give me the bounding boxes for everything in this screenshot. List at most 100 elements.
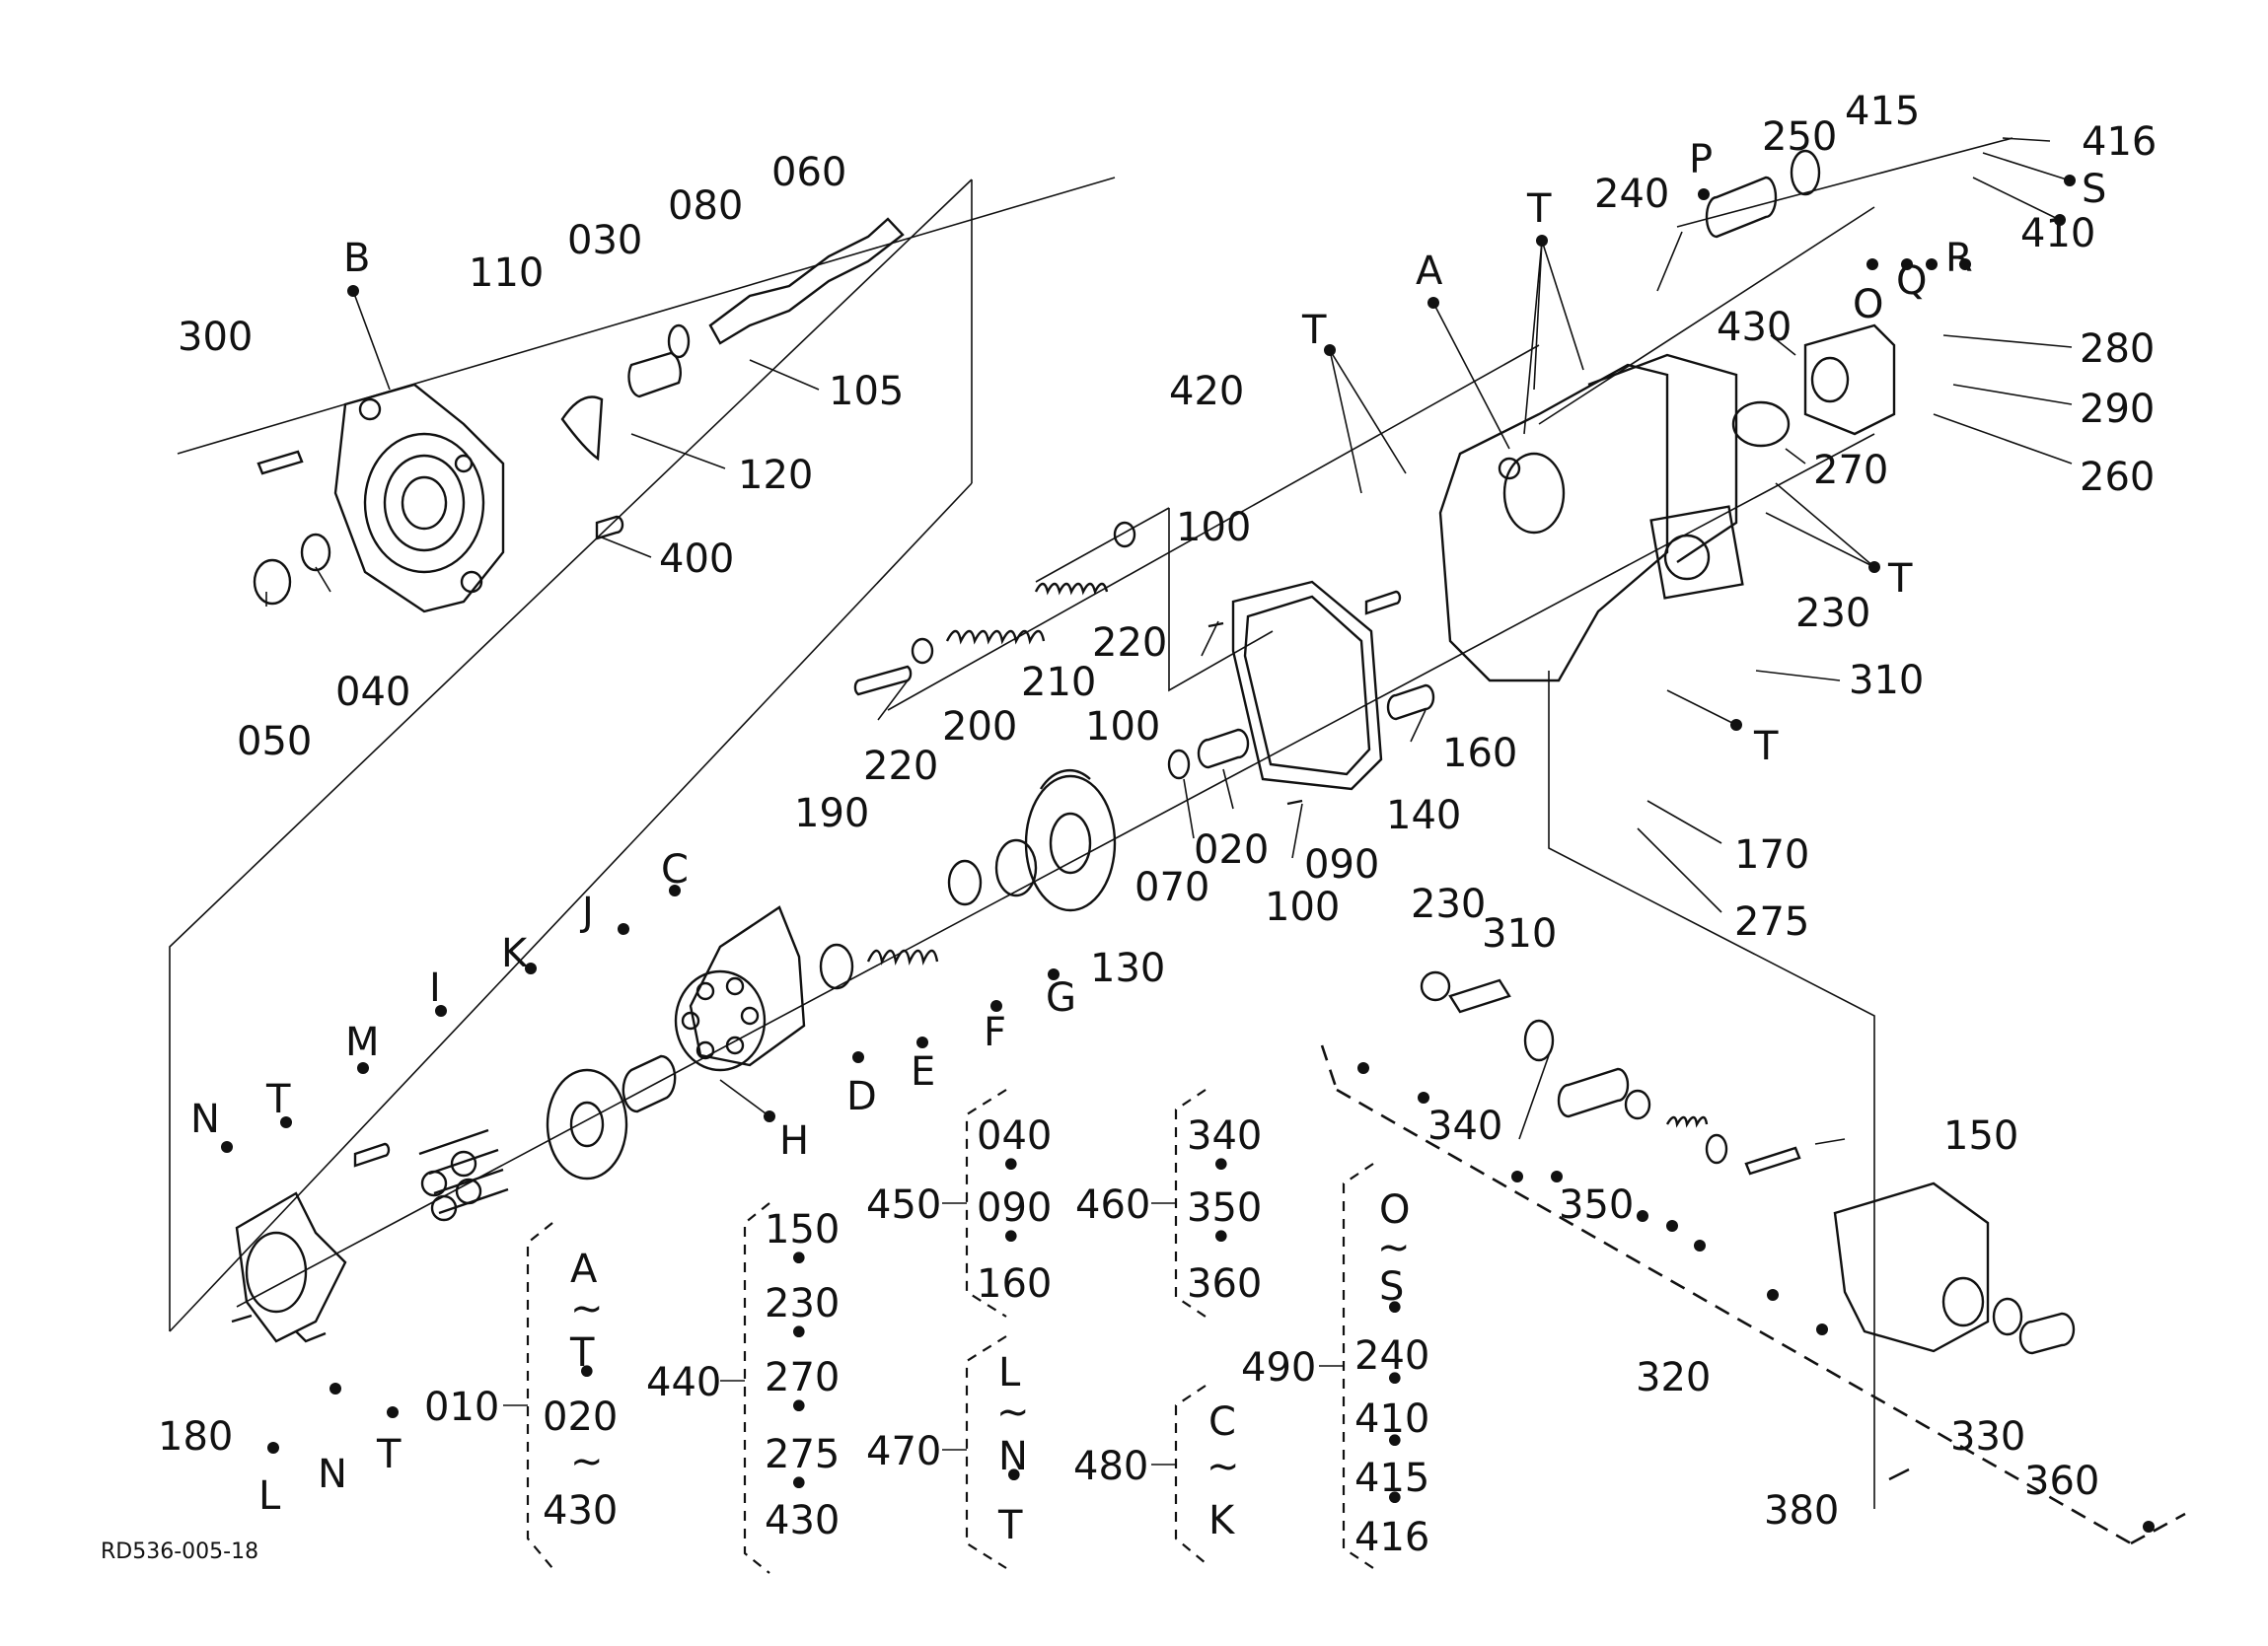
callout-030: 030 [567, 218, 642, 263]
callout-E: E [911, 1049, 935, 1095]
callout-230-a: 230 [1795, 591, 1870, 636]
drawing-code: RD536-005-18 [101, 1539, 258, 1564]
callout-410: 410 [2020, 211, 2095, 256]
callout-260: 260 [2080, 455, 2155, 500]
callout-C: C [661, 847, 689, 893]
kit-470: 470 L ~ N • T [866, 1350, 1030, 1548]
kit-460-item: • [1209, 1143, 1233, 1188]
kit-code-480: 480 [1073, 1444, 1148, 1489]
kit-490-item: S [1379, 1264, 1404, 1310]
callout-130: 130 [1090, 946, 1165, 991]
kit-440-item: 150 [765, 1207, 840, 1252]
callout-150: 150 [1943, 1113, 2018, 1159]
kit-010: 010 A ~ T • 020 ~ 430 [424, 1247, 618, 1534]
kit-440-item: 270 [765, 1355, 840, 1400]
callout-T-mid: T [1301, 308, 1327, 353]
callout-090: 090 [1304, 842, 1379, 888]
kit-490-item: O [1379, 1187, 1410, 1233]
axis-lines [177, 137, 2013, 1308]
kit-440: 440 150 • 230 • 270 • 275 • 430 [646, 1207, 840, 1543]
kit-460-item: 340 [1187, 1113, 1262, 1159]
callout-300: 300 [178, 315, 253, 360]
callout-T-left: T [265, 1077, 291, 1122]
kit-490-item: 416 [1354, 1515, 1429, 1560]
callout-190: 190 [794, 791, 869, 836]
kit-010-item: ~ [570, 1439, 604, 1484]
callout-290: 290 [2080, 387, 2155, 432]
callout-120: 120 [738, 453, 813, 498]
kit-470-item: ~ [996, 1390, 1030, 1435]
callout-K: K [501, 931, 529, 976]
kit-470-item: T [997, 1503, 1023, 1548]
callout-J: J [579, 890, 594, 935]
callout-170: 170 [1734, 832, 1809, 878]
kit-490: 490 O ~ S • 240 • 410 • 415 • 416 [1241, 1187, 1429, 1560]
callout-N-upper: N [190, 1097, 220, 1142]
kit-490-item: 410 [1354, 1396, 1429, 1442]
callout-250: 250 [1762, 114, 1837, 160]
spring-group-frame [1035, 507, 1274, 692]
callout-230-b: 230 [1411, 882, 1486, 927]
callout-310-a: 310 [1849, 658, 1924, 703]
valve-plate-130-part [1024, 768, 1117, 912]
callout-280: 280 [2080, 326, 2155, 372]
callout-275: 275 [1734, 899, 1809, 945]
kit-490-item: • [1383, 1419, 1407, 1465]
kit-440-item: 430 [765, 1498, 840, 1543]
kit-010-item: T [569, 1330, 595, 1376]
callout-T-top: T [1526, 186, 1552, 232]
callout-G: G [1046, 975, 1076, 1021]
callout-320: 320 [1636, 1355, 1711, 1400]
callout-I: I [429, 966, 441, 1011]
callout-180: 180 [158, 1414, 233, 1460]
kit-460-item: 350 [1187, 1185, 1262, 1231]
callout-420: 420 [1169, 369, 1244, 414]
kit-code-450: 450 [866, 1182, 941, 1228]
callout-160: 160 [1442, 731, 1517, 776]
callout-R: R [1945, 236, 1973, 281]
callout-F: F [984, 1010, 1006, 1055]
kit-480-item: ~ [1207, 1444, 1240, 1489]
cylinder-block-c-part [674, 905, 806, 1072]
callout-380: 380 [1764, 1488, 1839, 1534]
kit-010-item: 020 [543, 1395, 618, 1440]
kit-code-460: 460 [1075, 1182, 1150, 1228]
kit-brackets [526, 1089, 1374, 1574]
callout-060: 060 [771, 150, 846, 195]
kit-460-item: 360 [1187, 1261, 1262, 1307]
callout-L: L [258, 1473, 281, 1519]
callout-100-c: 100 [1085, 704, 1160, 750]
kit-code-490: 490 [1241, 1345, 1316, 1391]
kit-490-item: 415 [1354, 1456, 1429, 1501]
callout-labels: 416 S 415 250 P 240 410 R Q O T A 430 28… [158, 89, 2157, 1534]
callout-100-a: 100 [1176, 505, 1251, 550]
callout-220-a: 220 [1092, 620, 1167, 666]
callout-T-bottom: T [376, 1432, 402, 1477]
kit-440-item: 230 [765, 1281, 840, 1326]
kit-470-item: • [1002, 1454, 1026, 1499]
callout-340: 340 [1427, 1104, 1502, 1149]
callout-M: M [345, 1020, 380, 1065]
callout-415: 415 [1845, 89, 1920, 134]
kit-460: 460 340 • 350 • 360 [1075, 1113, 1262, 1307]
shaft-060-part [560, 217, 905, 462]
swash-plate-l-part [231, 1191, 347, 1343]
kit-490-item: • [1383, 1286, 1407, 1331]
callout-040: 040 [335, 670, 410, 715]
callout-105: 105 [829, 369, 904, 414]
kit-450-item: • [999, 1215, 1023, 1260]
kit-490-item: ~ [1377, 1225, 1411, 1270]
kit-440-item: • [787, 1237, 811, 1282]
gasket-090-part [1231, 580, 1383, 791]
kit-code-440: 440 [646, 1360, 721, 1405]
kit-440-item: • [787, 1385, 811, 1430]
kit-bracket-ticks [503, 1202, 1344, 1466]
callout-360: 360 [2024, 1459, 2099, 1504]
callout-220-b: 220 [863, 744, 938, 789]
callout-350: 350 [1559, 1182, 1634, 1228]
callout-N-lower: N [318, 1452, 347, 1497]
kit-480-item: K [1208, 1498, 1236, 1543]
kit-010-item: A [570, 1247, 598, 1292]
kit-450-item: • [999, 1143, 1023, 1188]
callout-240: 240 [1594, 172, 1669, 217]
